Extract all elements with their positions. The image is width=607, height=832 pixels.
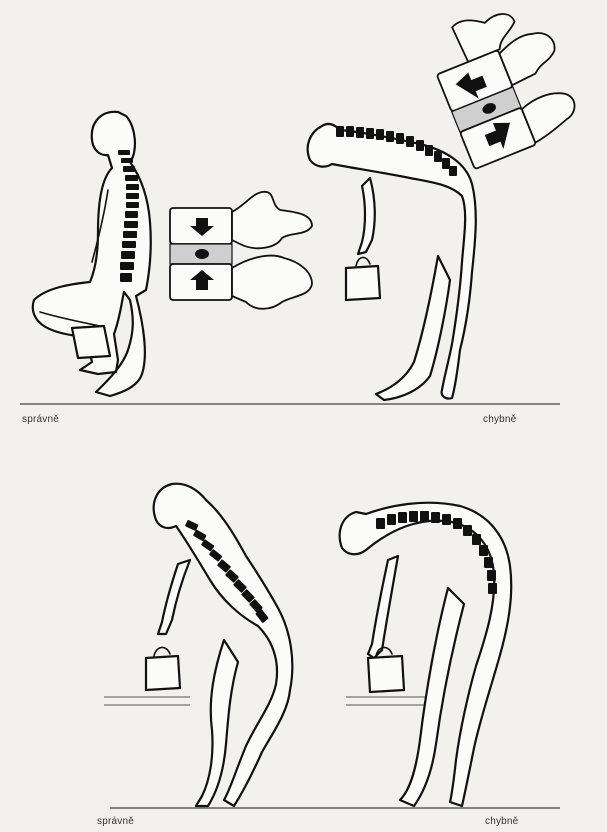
caption-wrong-bottom: chybně xyxy=(485,816,518,827)
caption-wrong-top: chybně xyxy=(483,414,516,425)
caption-correct-top: správně xyxy=(22,414,59,425)
bent-figure-correct xyxy=(146,484,292,806)
caption-correct-bottom: správně xyxy=(97,816,134,827)
bent-figure-top xyxy=(308,124,476,400)
squatting-figure xyxy=(33,112,151,396)
vertebrae-straight xyxy=(170,192,312,309)
vertebrae-tilted xyxy=(422,0,587,169)
bent-figure-wrong xyxy=(340,503,512,806)
